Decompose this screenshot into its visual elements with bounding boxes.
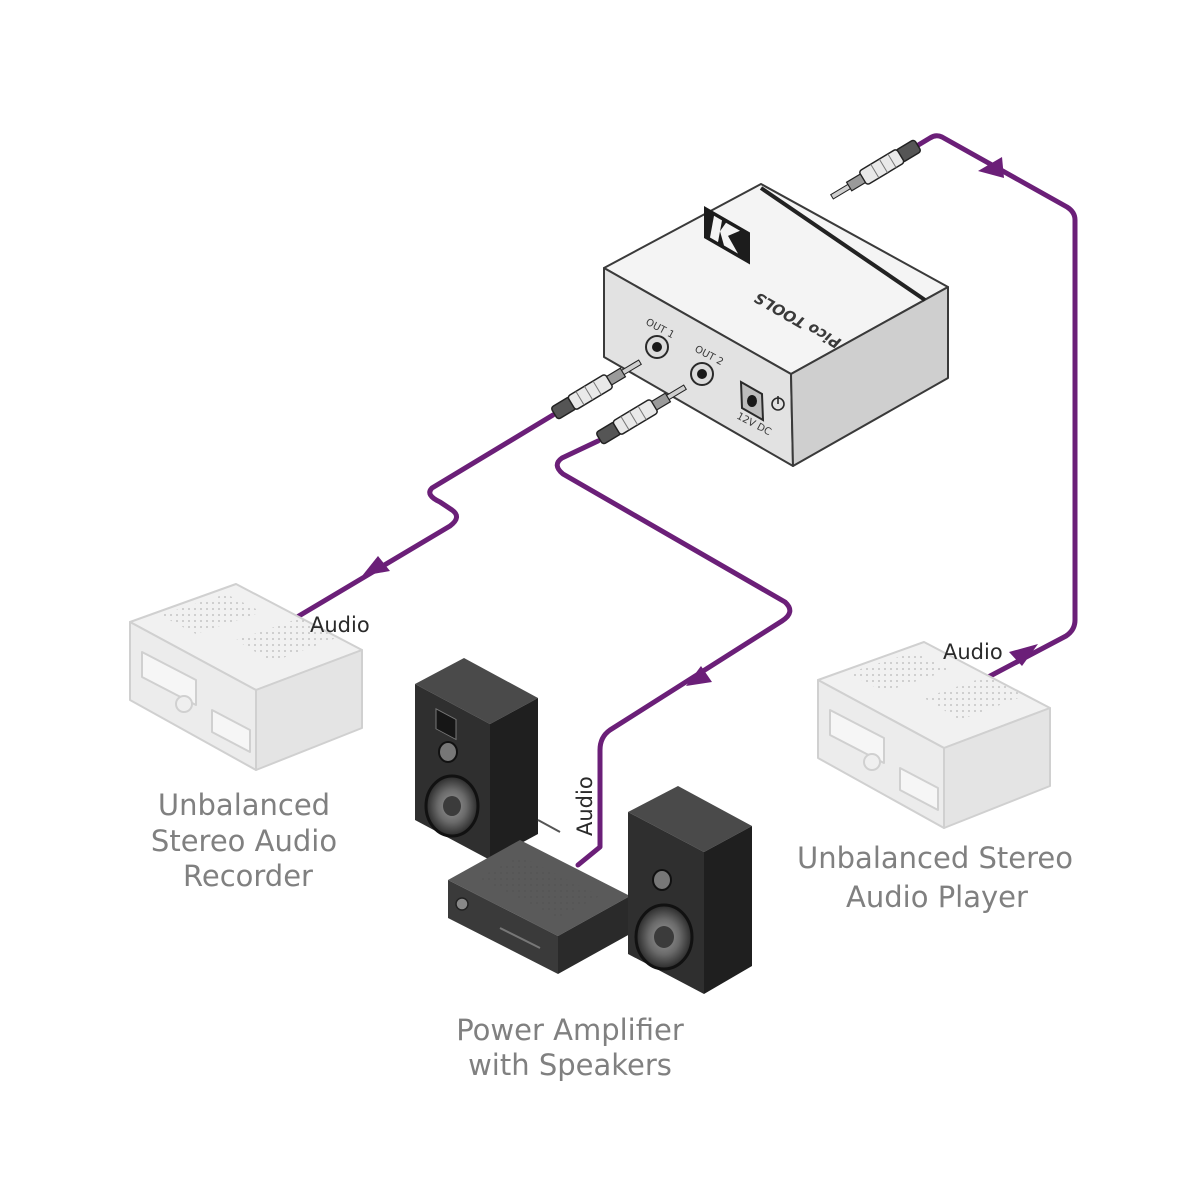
amplifier: [448, 840, 630, 974]
audio-label-recorder: Audio: [310, 613, 370, 637]
recorder-caption-line3: Recorder: [183, 859, 313, 893]
kramer-logo: [704, 206, 750, 265]
cable-player-to-input: [912, 133, 1078, 687]
right-speaker: [628, 786, 752, 994]
amplifier-caption-line2: with Speakers: [468, 1048, 672, 1082]
cables: [279, 133, 1078, 868]
amplifier-caption-line1: Power Amplifier: [456, 1013, 684, 1047]
cable-out1-to-recorder: [279, 412, 556, 629]
player-caption: Unbalanced Stereo Audio Player: [797, 841, 1073, 914]
recorder-caption-line1: Unbalanced: [158, 788, 330, 822]
audio-label-amplifier: Audio: [573, 776, 597, 836]
left-speaker: [415, 658, 538, 860]
audio-recorder: [129, 583, 363, 771]
amplifier-caption: Power Amplifier with Speakers: [456, 1013, 684, 1082]
out2-plug: [596, 384, 687, 445]
out1-jack[interactable]: [645, 335, 669, 359]
input-plug: [830, 139, 921, 200]
cable-out2-to-amplifier: [554, 438, 793, 868]
signal-arrows: [362, 157, 1038, 686]
power-jack[interactable]: [739, 380, 765, 422]
arrow-to-input-icon: [978, 157, 1004, 178]
audio-player: [817, 641, 1051, 829]
player-caption-line2: Audio Player: [846, 880, 1028, 914]
out1-plug: [551, 359, 642, 420]
player-caption-line1: Unbalanced Stereo: [797, 841, 1073, 875]
power-polarity-icon: [771, 396, 785, 411]
out2-jack[interactable]: [690, 362, 714, 386]
audio-label-player: Audio: [943, 640, 1003, 664]
recorder-caption-line2: Stereo Audio: [151, 824, 337, 858]
power-amplifier-with-speakers: [415, 658, 752, 994]
arrow-to-recorder-icon: [362, 556, 390, 576]
pico-tools-device: Pico TOOLS OUT 1 OUT 2 12V DC: [603, 183, 949, 467]
arrow-to-amplifier-icon: [686, 666, 712, 686]
arrow-from-player-icon: [1009, 644, 1038, 666]
recorder-caption: Unbalanced Stereo Audio Recorder: [151, 788, 337, 893]
